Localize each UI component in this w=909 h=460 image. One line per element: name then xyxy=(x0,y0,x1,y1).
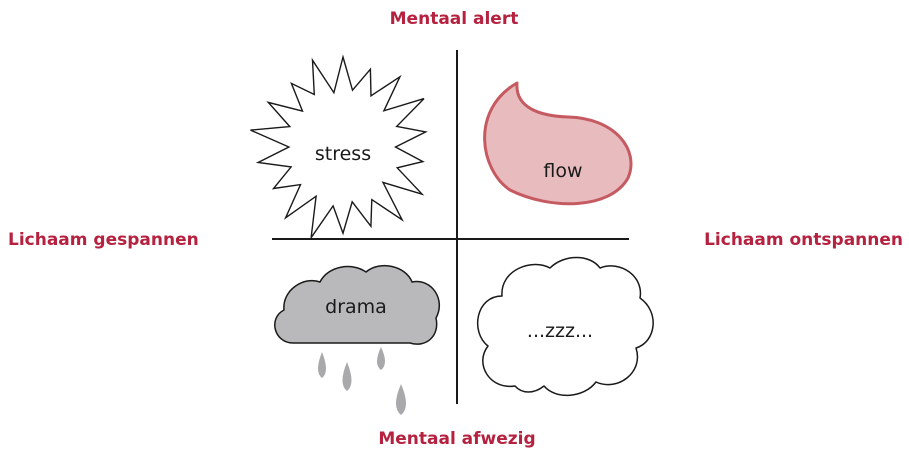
flow-drop-icon xyxy=(483,81,633,206)
quadrant-label-drama: drama xyxy=(325,296,387,318)
quadrant-label-stress: stress xyxy=(315,143,371,165)
stress-burst-icon xyxy=(250,54,428,239)
axis-label-left: Lichaam gespannen xyxy=(8,230,199,250)
raindrop-icon xyxy=(396,384,406,415)
axis-label-right: Lichaam ontspannen xyxy=(704,230,903,250)
axis-label-bottom: Mentaal afwezig xyxy=(378,429,536,449)
raindrop-icon xyxy=(342,362,352,391)
sleep-cloud-icon xyxy=(476,256,654,397)
quadrant-label-zzz: ...zzz... xyxy=(527,320,593,342)
quadrant-label-flow: flow xyxy=(543,160,582,182)
rain-cloud-icon xyxy=(274,264,441,415)
raindrop-icon xyxy=(318,352,326,378)
axis-label-top: Mentaal alert xyxy=(389,9,519,29)
raindrop-icon xyxy=(377,347,385,370)
